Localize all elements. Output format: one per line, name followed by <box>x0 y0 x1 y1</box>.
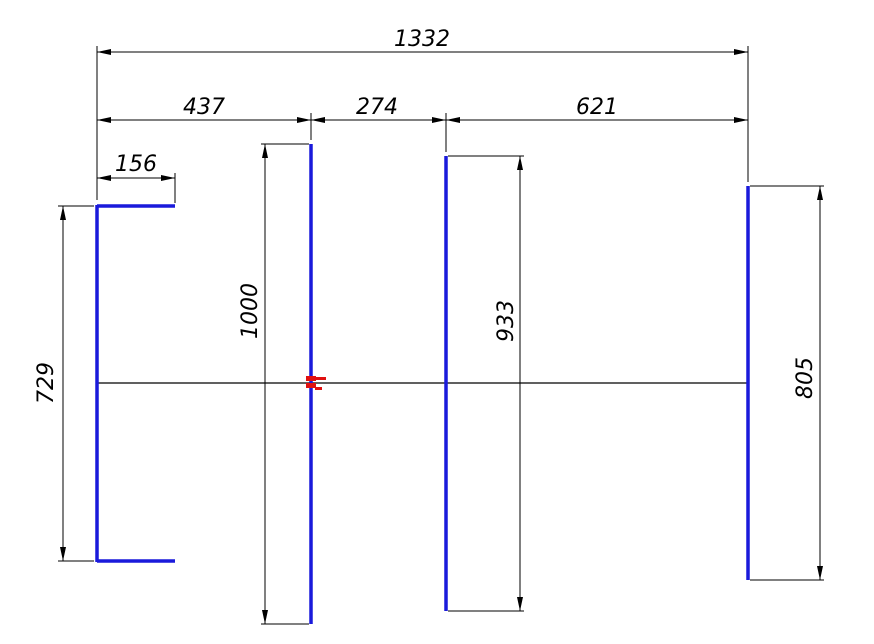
dim-reflector-arm: 156 <box>97 152 175 181</box>
reflector-element <box>95 204 175 563</box>
dim-spacing-reflector-dipole: 437 <box>97 95 311 123</box>
dim-director1-length: 933 <box>494 156 523 611</box>
dim-dipole-length: 1000 <box>238 144 268 624</box>
dim-reflector-height: 729 <box>34 206 66 561</box>
dim-reflector-height-label: 729 <box>34 362 59 404</box>
dim-dipole-length-label: 1000 <box>238 283 263 339</box>
dim-overall-length-label: 1332 <box>394 27 450 52</box>
extension-lines <box>96 46 749 203</box>
dim-director2-length: 805 <box>793 186 823 580</box>
vertical-extension-lines <box>58 143 824 625</box>
dim-spacing-dipole-director1: 274 <box>311 95 446 123</box>
dim-spacing-director1-director2: 621 <box>446 95 748 123</box>
dim-spacing-dipole-director1-label: 274 <box>356 95 398 120</box>
dim-director2-length-label: 805 <box>793 357 818 399</box>
dim-overall-length: 1332 <box>97 27 748 55</box>
dim-director1-length-label: 933 <box>494 300 519 342</box>
feed-point-marker-icon <box>306 376 326 390</box>
dim-spacing-reflector-dipole-label: 437 <box>183 95 225 120</box>
dim-reflector-arm-label: 156 <box>115 152 157 177</box>
dim-spacing-director1-director2-label: 621 <box>576 95 618 120</box>
